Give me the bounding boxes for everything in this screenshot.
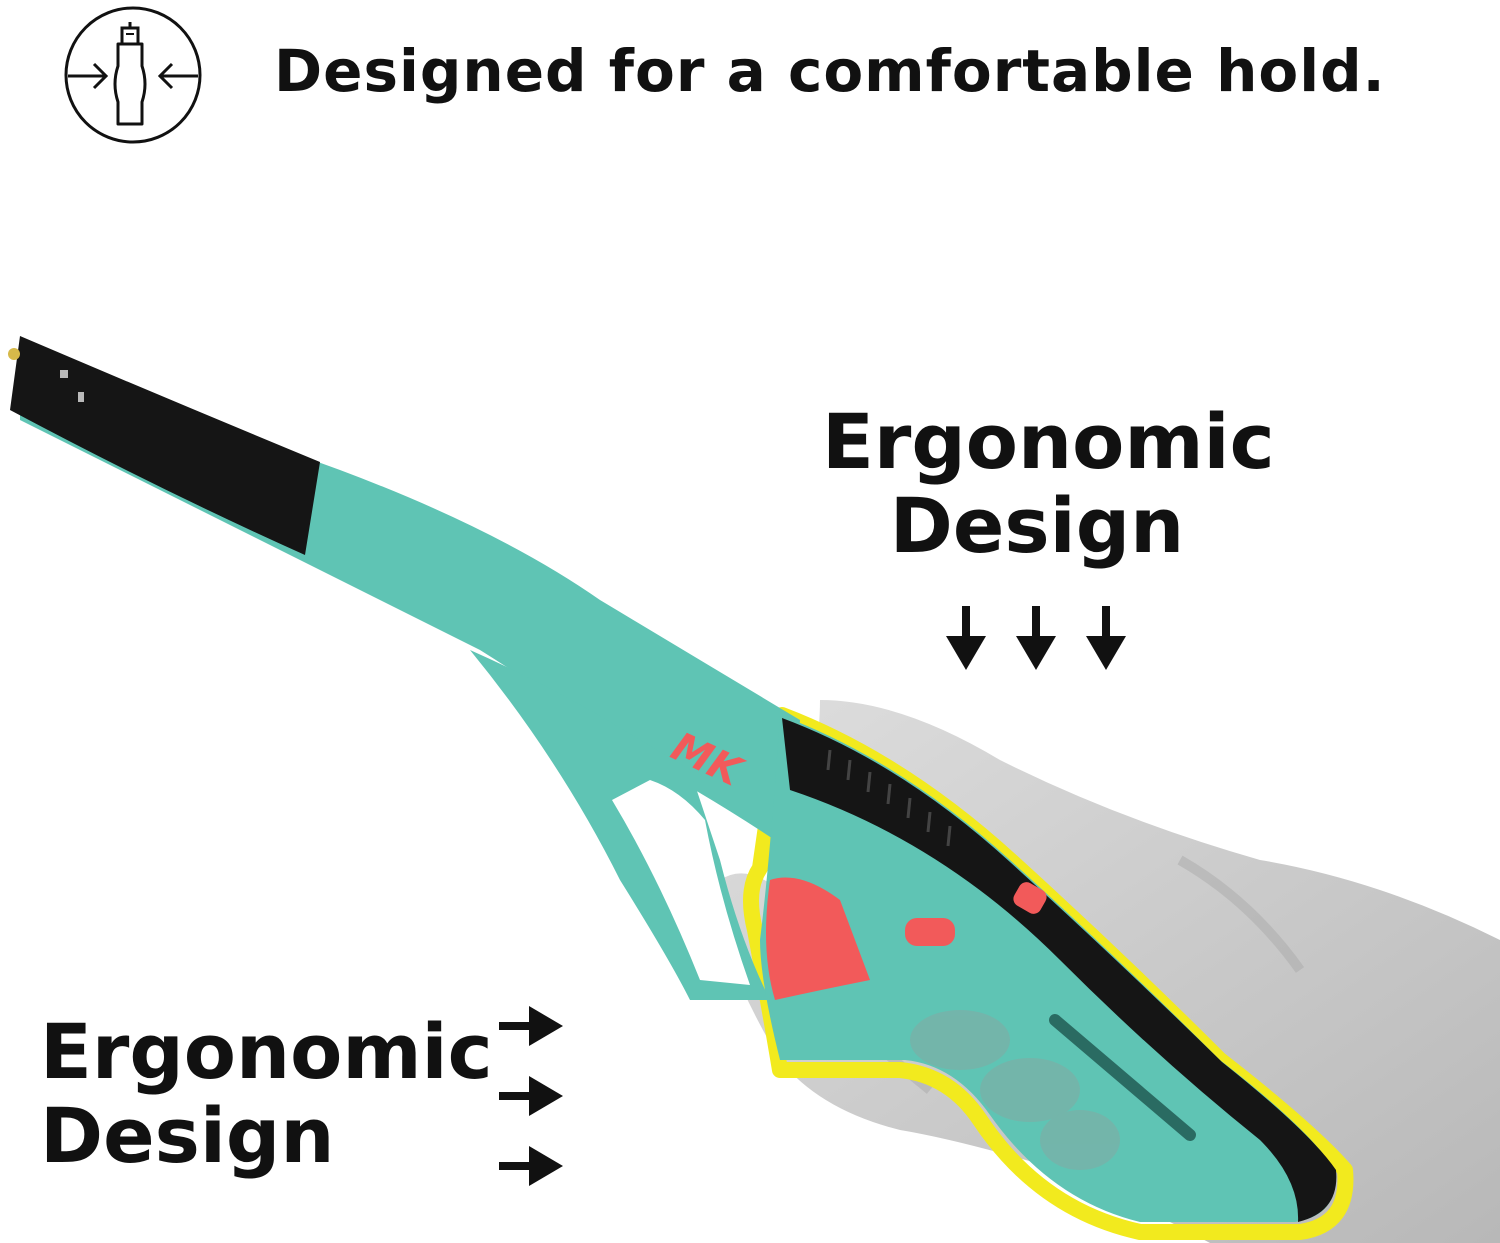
lighter-body: MK (8, 336, 1337, 1222)
lighter-squeeze-icon (64, 6, 202, 144)
callout-top-line2: Design (889, 481, 1185, 570)
callout-top-line1: Ergonomic (822, 397, 1275, 486)
lighter-in-hand-illustration: MK (8, 336, 1500, 1243)
callout-bottom-line2: Design (40, 1091, 335, 1180)
callout-bottom-line1: Ergonomic (40, 1007, 493, 1096)
fingers-overlay (910, 1010, 1120, 1170)
down-arrows-icon (946, 606, 1126, 670)
page-title: Designed for a comfortable hold. (274, 37, 1386, 105)
ergonomic-design-callout-top: Ergonomic Design (822, 397, 1275, 570)
ergonomic-design-callout-bottom: Ergonomic Design (40, 1007, 493, 1180)
right-arrows-icon (499, 1006, 563, 1186)
